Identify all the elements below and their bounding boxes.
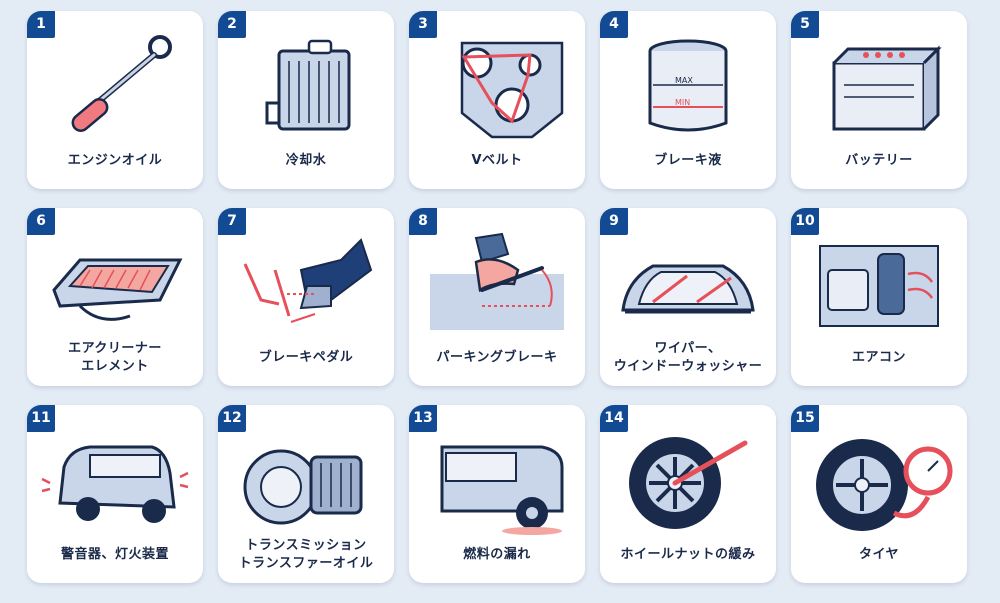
- card-label: エアコン: [851, 350, 906, 365]
- brake-pedal-icon: [231, 230, 381, 338]
- card-parking-brake[interactable]: 8 パーキングブレーキ: [409, 208, 585, 386]
- card-label: Vベルト: [471, 153, 523, 168]
- card-label: 警音器、灯火装置: [60, 547, 169, 562]
- card-battery[interactable]: 5 バッテリー: [791, 11, 967, 189]
- card-horn-lights[interactable]: 11 警音器、灯火装置: [27, 405, 203, 583]
- card-wheel-nut[interactable]: 14 ホイールナットの緩み: [600, 405, 776, 583]
- air-conditioner-icon: [804, 230, 954, 338]
- card-wiper-washer[interactable]: 9 ワイパー、 ウインドーウォッシャー: [600, 208, 776, 386]
- card-number: 6: [27, 208, 55, 235]
- brake-fluid-reservoir-icon: MAX MIN: [613, 33, 763, 141]
- fuel-leak-icon: [422, 427, 572, 535]
- card-tire[interactable]: 15 タイヤ: [791, 405, 967, 583]
- card-label: ブレーキ液: [654, 153, 722, 168]
- tire-pressure-icon: [804, 427, 954, 535]
- card-number: 11: [27, 405, 55, 432]
- card-brake-pedal[interactable]: 7 ブレーキペダル: [218, 208, 394, 386]
- card-v-belt[interactable]: 3 Vベルト: [409, 11, 585, 189]
- card-number: 4: [600, 11, 628, 38]
- card-number: 10: [791, 208, 819, 235]
- card-number: 13: [409, 405, 437, 432]
- card-air-cleaner[interactable]: 6 エアクリーナー エレメント: [27, 208, 203, 386]
- card-label: トランスミッション トランスファーオイル: [238, 538, 374, 571]
- card-number: 7: [218, 208, 246, 235]
- card-number: 15: [791, 405, 819, 432]
- radiator-icon: [231, 33, 381, 141]
- card-number: 8: [409, 208, 437, 235]
- card-coolant[interactable]: 2 冷却水: [218, 11, 394, 189]
- card-fuel-leak[interactable]: 13 燃料の漏れ: [409, 405, 585, 583]
- card-label: エンジンオイル: [67, 153, 163, 168]
- wiper-icon: [613, 230, 763, 338]
- card-transmission[interactable]: 12 トランスミッション トランスファーオイル: [218, 405, 394, 583]
- v-belt-icon: [422, 33, 572, 141]
- card-label: エアクリーナー エレメント: [68, 341, 162, 374]
- car-lights-icon: [40, 427, 190, 535]
- dipstick-icon: [40, 33, 190, 141]
- card-number: 2: [218, 11, 246, 38]
- card-label: バッテリー: [845, 153, 913, 168]
- card-label: パーキングブレーキ: [436, 350, 558, 365]
- svg-text:MAX: MAX: [675, 76, 693, 85]
- card-label: ワイパー、 ウインドーウォッシャー: [613, 341, 763, 374]
- air-filter-icon: [40, 230, 190, 338]
- card-number: 14: [600, 405, 628, 432]
- card-brake-fluid[interactable]: 4 MAX MIN ブレーキ液: [600, 11, 776, 189]
- card-number: 12: [218, 405, 246, 432]
- card-number: 1: [27, 11, 55, 38]
- wheel-nut-icon: [613, 427, 763, 535]
- card-air-conditioner[interactable]: 10 エアコン: [791, 208, 967, 386]
- card-label: 冷却水: [285, 153, 327, 168]
- svg-text:MIN: MIN: [675, 98, 690, 107]
- card-engine-oil[interactable]: 1 エンジンオイル: [27, 11, 203, 189]
- card-label: 燃料の漏れ: [463, 547, 531, 562]
- card-label: ホイールナットの緩み: [620, 547, 756, 562]
- card-number: 3: [409, 11, 437, 38]
- card-number: 5: [791, 11, 819, 38]
- battery-icon: [804, 33, 954, 141]
- parking-brake-icon: [422, 230, 572, 338]
- transmission-icon: [231, 427, 381, 535]
- card-label: ブレーキペダル: [258, 350, 354, 365]
- card-number: 9: [600, 208, 628, 235]
- card-label: タイヤ: [858, 547, 900, 562]
